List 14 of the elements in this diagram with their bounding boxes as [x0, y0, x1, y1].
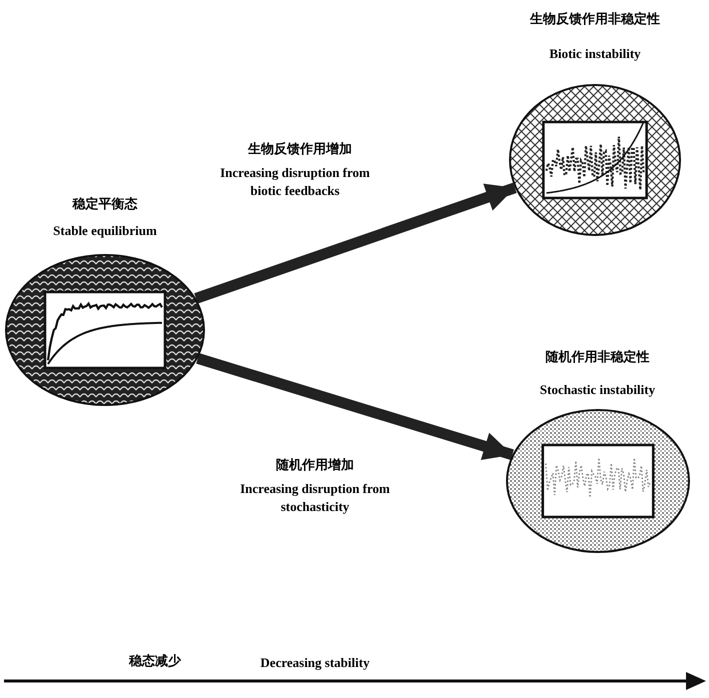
subheading: Stable equilibrium [52, 223, 158, 239]
arrow [196, 353, 514, 460]
axis-label: Decreasing stability [259, 654, 371, 672]
arrow [194, 182, 517, 304]
heading: 稳定平衡态 [71, 196, 138, 213]
annotation-text: Increasing disruption from stochasticity [239, 480, 391, 516]
annotation-text: 随机作用增加 [275, 457, 355, 474]
subheading: Biotic instability [548, 46, 642, 62]
heading: 生物反馈作用非稳定性 [528, 10, 661, 28]
axis-label: 稳态减少 [128, 653, 182, 670]
subheading: Stochastic instability [538, 382, 656, 398]
heading: 随机作用非稳定性 [544, 348, 650, 366]
annotation-text: Increasing disruption from biotic feedbacks [219, 164, 371, 200]
annotation-text: 生物反馈作用增加 [246, 141, 353, 158]
